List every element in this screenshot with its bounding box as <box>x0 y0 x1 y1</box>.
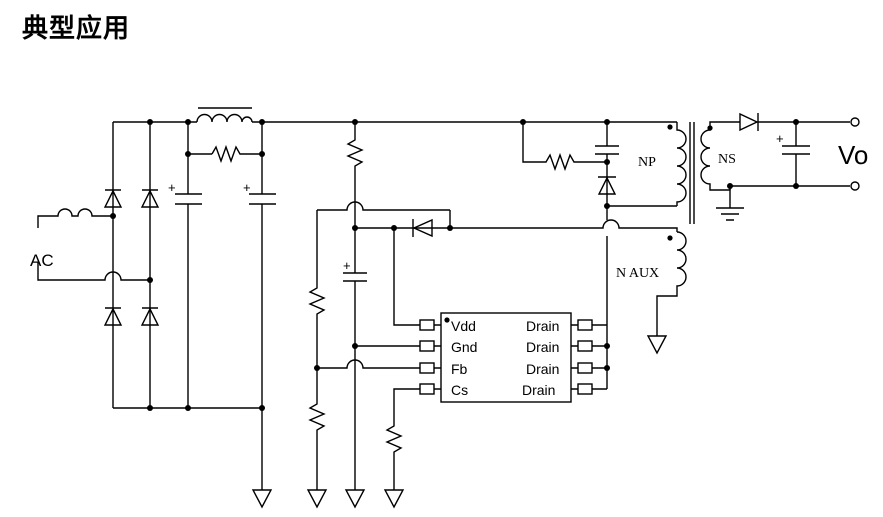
vo-terminal-pos <box>850 117 860 127</box>
snubber-network <box>522 122 619 206</box>
page-title: 典型应用 <box>22 14 131 44</box>
bulk-capacitor-2: + <box>243 122 276 490</box>
secondary-ground <box>716 186 744 221</box>
ic-pin-vdd: Vdd <box>451 318 476 334</box>
output-capacitor <box>782 122 810 186</box>
startup-resistor <box>346 122 364 228</box>
fb-pin-wire <box>317 359 420 369</box>
ic-pin-gnd: Gnd <box>451 339 477 355</box>
ic-pin-drain-2: Drain <box>526 339 559 355</box>
transformer-core <box>689 122 695 224</box>
ic-pin-drain-3: Drain <box>526 361 559 377</box>
ic-pin1-dot <box>444 317 450 323</box>
bridge-diode-1 <box>103 189 123 208</box>
ic-body <box>440 312 572 403</box>
input-resistor <box>211 144 262 164</box>
naux-label: N AUX <box>616 266 659 281</box>
controller-ic: Vdd Gnd Fb Cs Drain Drain Drain Drain <box>419 312 608 403</box>
aux-winding <box>656 231 687 336</box>
vo-terminal-neg <box>850 181 860 191</box>
aux-feed-line <box>450 219 678 232</box>
junction-dots <box>110 119 799 411</box>
ns-label: NS <box>718 152 736 167</box>
ac-label: AC <box>30 251 54 270</box>
bulk-capacitor-1: + <box>168 154 202 408</box>
feedback-top-line <box>317 201 450 211</box>
ic-pin-cs: Cs <box>451 382 468 398</box>
np-label: NP <box>638 155 656 170</box>
cap3-plus: + <box>343 258 351 273</box>
ground-symbol-2 <box>306 489 328 509</box>
primary-winding <box>676 122 687 206</box>
ground-symbol-3 <box>344 489 366 509</box>
input-inductor <box>187 107 253 155</box>
vdd-pin-wire <box>393 228 420 326</box>
secondary-winding <box>700 121 730 191</box>
bridge-rectifier <box>103 122 160 408</box>
ac-input: AC <box>30 208 150 281</box>
bridge-diode-4 <box>140 307 160 326</box>
ground-symbol-5 <box>646 335 668 355</box>
ground-symbol-4 <box>383 489 405 509</box>
cap2-plus: + <box>243 180 251 195</box>
output-stage: + Vo <box>716 112 868 221</box>
naux-dot <box>667 235 673 241</box>
ic-pin-drain-4: Drain <box>522 382 555 398</box>
vdd-capacitor: + <box>343 228 367 490</box>
vdd-line <box>355 210 451 229</box>
ns-dot <box>707 125 713 131</box>
bridge-diode-2 <box>140 189 160 208</box>
bridge-diode-3 <box>103 307 123 326</box>
vo-label: Vo <box>838 140 868 170</box>
feedback-resistor-lower <box>308 368 326 490</box>
np-dot <box>667 124 673 130</box>
vdd-diode <box>412 218 433 238</box>
cs-resistor <box>385 388 420 490</box>
ic-pin-drain-1: Drain <box>526 318 559 334</box>
transformer: NP N AUX NS <box>616 121 736 336</box>
feedback-resistor-upper <box>308 210 326 368</box>
output-return-line <box>729 185 850 190</box>
ground-symbol-1 <box>251 489 273 509</box>
cap1-plus: + <box>168 180 176 195</box>
cap-out-plus: + <box>776 131 784 146</box>
output-diode <box>739 112 759 132</box>
ic-pin-fb: Fb <box>451 361 468 377</box>
